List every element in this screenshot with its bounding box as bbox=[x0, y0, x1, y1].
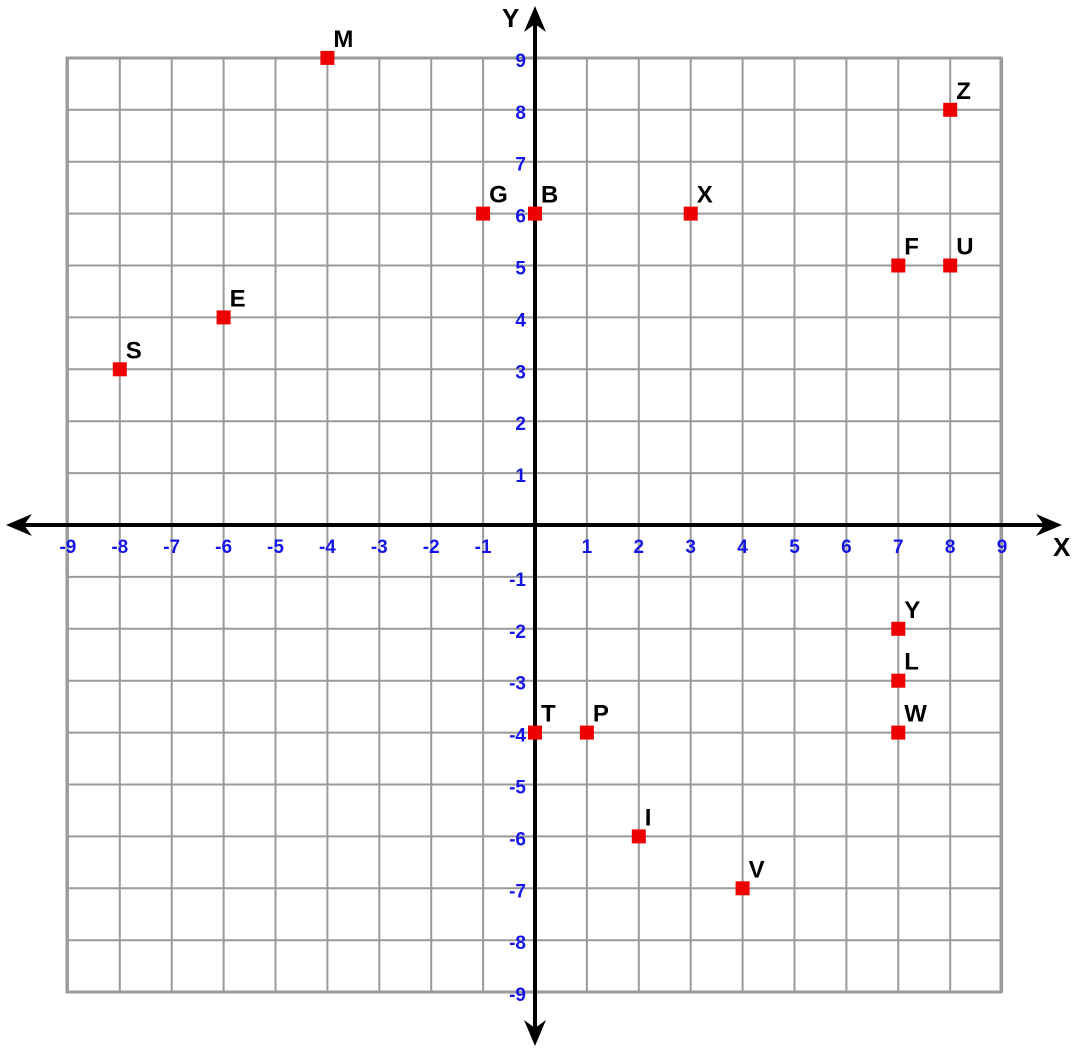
y-tick-label: 1 bbox=[515, 466, 526, 487]
x-tick-label: 7 bbox=[893, 537, 904, 558]
y-tick-label: -6 bbox=[509, 829, 526, 850]
point-label: E bbox=[230, 285, 246, 312]
point-l: L bbox=[891, 649, 919, 688]
x-tick-label: 2 bbox=[634, 537, 645, 558]
point-marker bbox=[891, 725, 906, 740]
x-axis-label: X bbox=[1053, 532, 1071, 562]
point-marker bbox=[112, 362, 127, 377]
y-tick-label: 3 bbox=[515, 362, 526, 383]
point-b: B bbox=[528, 182, 558, 221]
point-w: W bbox=[891, 701, 927, 740]
point-marker bbox=[528, 725, 542, 740]
x-tick-label: 5 bbox=[789, 537, 800, 558]
point-label: T bbox=[541, 701, 556, 728]
point-label: Y bbox=[904, 597, 920, 624]
point-g: G bbox=[476, 182, 508, 221]
x-tick-label: 6 bbox=[841, 537, 852, 558]
point-label: V bbox=[749, 856, 765, 883]
point-marker bbox=[891, 673, 906, 688]
y-tick-label: 7 bbox=[515, 155, 526, 176]
point-f: F bbox=[891, 234, 919, 273]
point-m: M bbox=[320, 26, 353, 65]
plotted-points: M Z G B X F U E S YLW T P I V bbox=[112, 26, 974, 896]
point-marker bbox=[735, 881, 750, 896]
y-tick-label: 6 bbox=[515, 207, 526, 228]
x-tick-label: -1 bbox=[475, 537, 492, 558]
point-label: F bbox=[904, 234, 919, 261]
point-marker bbox=[683, 206, 698, 221]
axes: X Y bbox=[6, 3, 1071, 1046]
point-i: I bbox=[631, 804, 652, 844]
y-axis-top-arrow bbox=[524, 6, 546, 32]
point-v: V bbox=[735, 856, 765, 896]
point-label: W bbox=[904, 701, 927, 728]
x-tick-label: -3 bbox=[371, 537, 388, 558]
point-label: G bbox=[489, 182, 508, 209]
y-tick-label: 9 bbox=[515, 51, 526, 72]
x-axis-right-arrow bbox=[1036, 514, 1062, 536]
y-axis-label: Y bbox=[502, 3, 519, 33]
y-tick-label: -3 bbox=[509, 674, 526, 695]
x-tick-label: -6 bbox=[215, 537, 232, 558]
point-label: P bbox=[593, 701, 609, 728]
x-tick-label: 8 bbox=[945, 537, 956, 558]
y-tick-label: 5 bbox=[515, 259, 526, 280]
point-marker bbox=[579, 725, 594, 740]
point-t: T bbox=[528, 701, 556, 740]
y-tick-label: -8 bbox=[509, 933, 526, 954]
x-tick-label: 4 bbox=[737, 537, 748, 558]
x-axis-left-arrow bbox=[6, 514, 32, 536]
point-marker bbox=[320, 50, 335, 65]
point-label: X bbox=[697, 182, 713, 209]
x-tick-label: -4 bbox=[319, 537, 336, 558]
x-tick-label: -5 bbox=[267, 537, 284, 558]
y-axis-bottom-arrow bbox=[524, 1020, 546, 1046]
y-tick-label: -1 bbox=[509, 570, 526, 591]
y-tick-label: 2 bbox=[515, 414, 526, 435]
point-p: P bbox=[579, 701, 609, 740]
x-tick-label: 9 bbox=[997, 537, 1008, 558]
point-marker bbox=[943, 258, 958, 273]
point-label: L bbox=[904, 649, 919, 676]
y-tick-label: -9 bbox=[509, 985, 526, 1006]
x-tick-label: 1 bbox=[582, 537, 593, 558]
y-tick-label: -4 bbox=[509, 726, 526, 747]
y-tick-label: -7 bbox=[509, 881, 526, 902]
y-tick-label: -2 bbox=[509, 622, 526, 643]
y-tick-label: -5 bbox=[509, 778, 526, 799]
point-x: X bbox=[683, 182, 713, 221]
y-tick-label: 8 bbox=[515, 103, 526, 124]
point-marker bbox=[528, 206, 542, 221]
point-marker bbox=[476, 206, 491, 221]
point-label: S bbox=[126, 337, 142, 364]
x-tick-label: -8 bbox=[111, 537, 128, 558]
point-marker bbox=[216, 310, 231, 325]
point-label: M bbox=[333, 26, 353, 53]
point-s: S bbox=[112, 337, 142, 377]
point-marker bbox=[891, 258, 906, 273]
point-e: E bbox=[216, 285, 246, 325]
tick-labels: -9 -8 -7 -6 -5 -4 -3 -2 -1 1 2 3 4 5 6 7 8 9 9 8 7 6 5 4 3 2 1 -1 -2… bbox=[59, 51, 1007, 1006]
point-u: U bbox=[943, 234, 974, 273]
point-marker bbox=[943, 102, 958, 117]
x-tick-label: -2 bbox=[423, 537, 440, 558]
point-label: B bbox=[541, 182, 558, 209]
point-marker bbox=[891, 621, 906, 636]
x-tick-label: -7 bbox=[163, 537, 180, 558]
x-tick-label: 3 bbox=[685, 537, 696, 558]
point-label: I bbox=[645, 804, 652, 831]
point-label: Z bbox=[956, 78, 971, 105]
x-tick-label: -9 bbox=[59, 537, 76, 558]
point-y: Y bbox=[891, 597, 920, 636]
y-tick-label: 4 bbox=[515, 310, 526, 331]
point-marker bbox=[631, 829, 646, 844]
point-label: U bbox=[956, 234, 973, 261]
point-z: Z bbox=[943, 78, 971, 117]
